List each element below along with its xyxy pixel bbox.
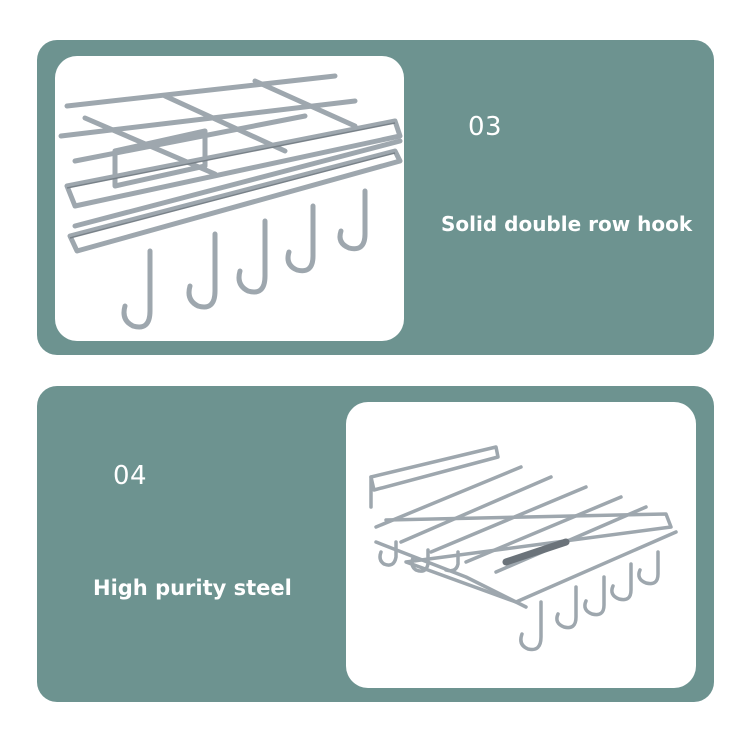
feature-panel-03: 03 Solid double row hook [37,40,714,355]
feature-number: 03 [468,112,503,142]
feature-caption: Solid double row hook [441,212,693,236]
feature-number: 04 [113,461,148,491]
rack-hooks-closeup-image [55,56,404,341]
feature-panel-04: 04 High purity steel [37,386,714,702]
feature-caption: High purity steel [93,576,292,600]
rack-full-view-image [346,402,696,688]
